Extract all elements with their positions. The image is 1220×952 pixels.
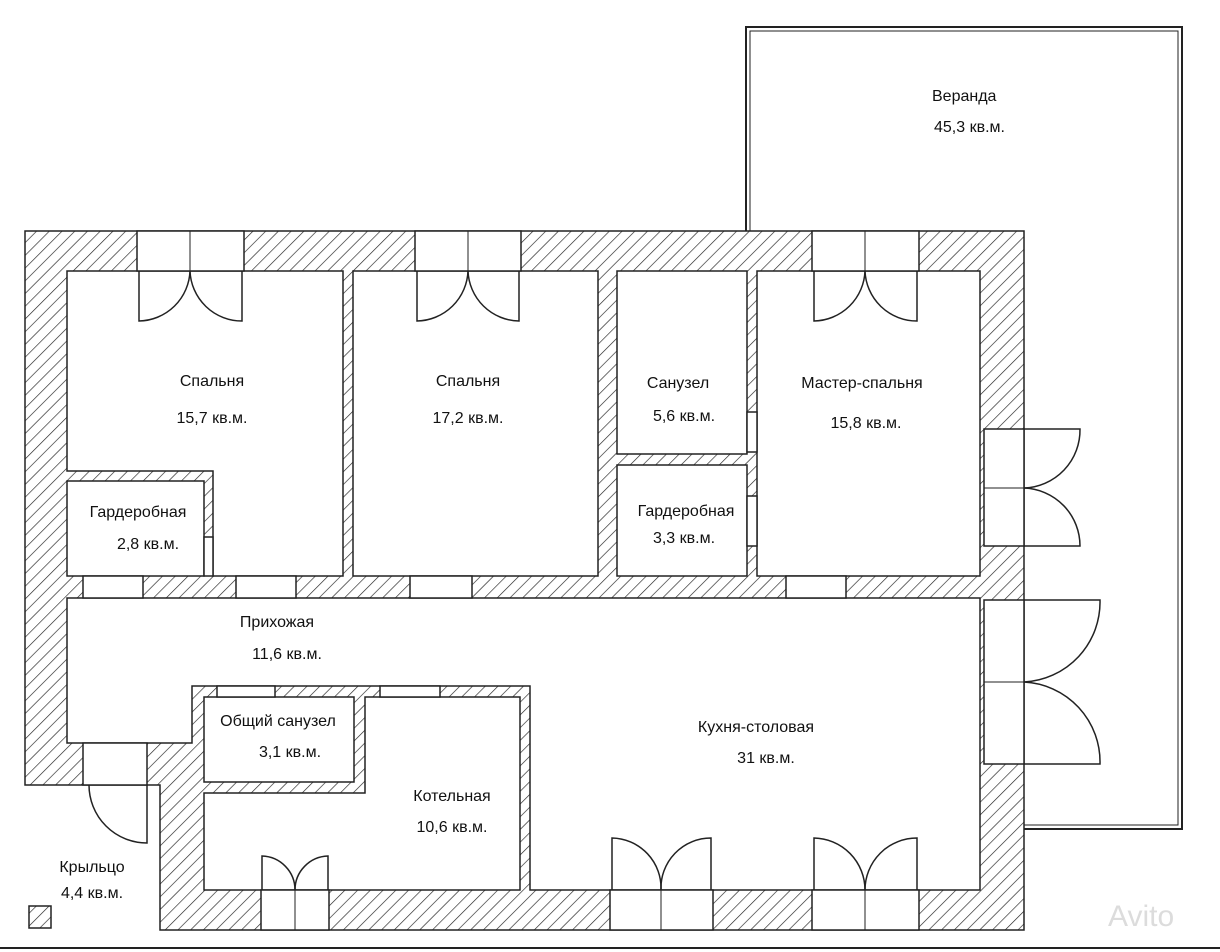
boiler-name: Котельная (413, 788, 490, 805)
bathroom-name: Санузел (647, 375, 709, 392)
kitchen-area: 31 кв.м. (737, 750, 795, 767)
master-bedroom-name: Мастер-спальня (801, 375, 922, 392)
veranda-area: 45,3 кв.м. (934, 119, 1005, 136)
veranda-name: Веранда (932, 88, 997, 105)
hallway-area: 11,6 кв.м. (252, 646, 322, 663)
bedroom1-name: Спальня (180, 373, 244, 390)
kitchen-name: Кухня-столовая (698, 719, 814, 736)
watermark: Avito (1108, 900, 1174, 933)
hatch-legend-square (28, 905, 52, 929)
bedroom1-area: 15,7 кв.м. (177, 410, 248, 427)
wc-name: Общий санузел (220, 713, 336, 730)
porch-name: Крыльцо (59, 859, 124, 876)
bedroom2-name: Спальня (436, 373, 500, 390)
wardrobe1-area: 2,8 кв.м. (117, 536, 179, 553)
hallway-name: Прихожая (240, 614, 314, 631)
wc-area: 3,1 кв.м. (259, 744, 321, 761)
walls (24, 230, 1025, 931)
wardrobe2-name: Гардеробная (638, 503, 735, 520)
boiler-area: 10,6 кв.м. (417, 819, 488, 836)
master-bedroom-area: 15,8 кв.м. (831, 415, 902, 432)
porch-area: 4,4 кв.м. (61, 885, 123, 902)
wardrobe1-name: Гардеробная (90, 504, 187, 521)
bedroom2-area: 17,2 кв.м. (433, 410, 504, 427)
door-swings (88, 270, 1101, 891)
window-midlines (189, 231, 1024, 930)
bathroom-area: 5,6 кв.м. (653, 408, 715, 425)
wardrobe2-area: 3,3 кв.м. (653, 530, 715, 547)
veranda-outline (745, 26, 1183, 830)
